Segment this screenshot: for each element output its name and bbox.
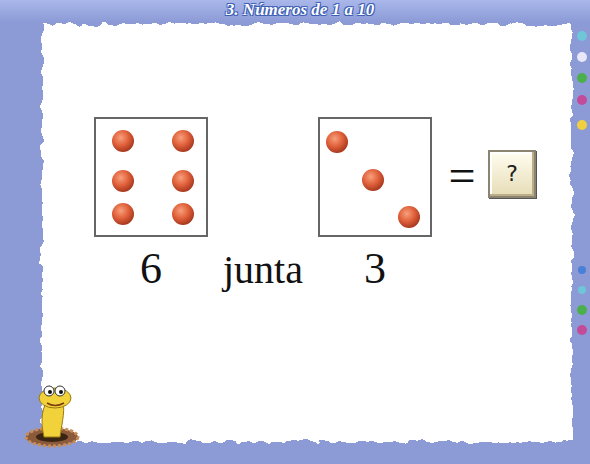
snake-mascot [26,386,78,446]
join-word: junta [223,250,303,290]
number-label: 3 [320,247,430,291]
side-balls [577,31,587,335]
screen-title: 3. Números de 1 a 10 [226,1,374,20]
white-panel [42,24,572,442]
equals-sign: = [448,152,475,200]
die-dots [112,130,420,228]
question-mark: ? [506,163,518,185]
die-box: 6 [94,117,208,237]
die-box: 3 [318,117,432,237]
answer-button: ? [488,150,536,198]
number-label: 6 [96,247,206,291]
title-bar [0,0,590,22]
